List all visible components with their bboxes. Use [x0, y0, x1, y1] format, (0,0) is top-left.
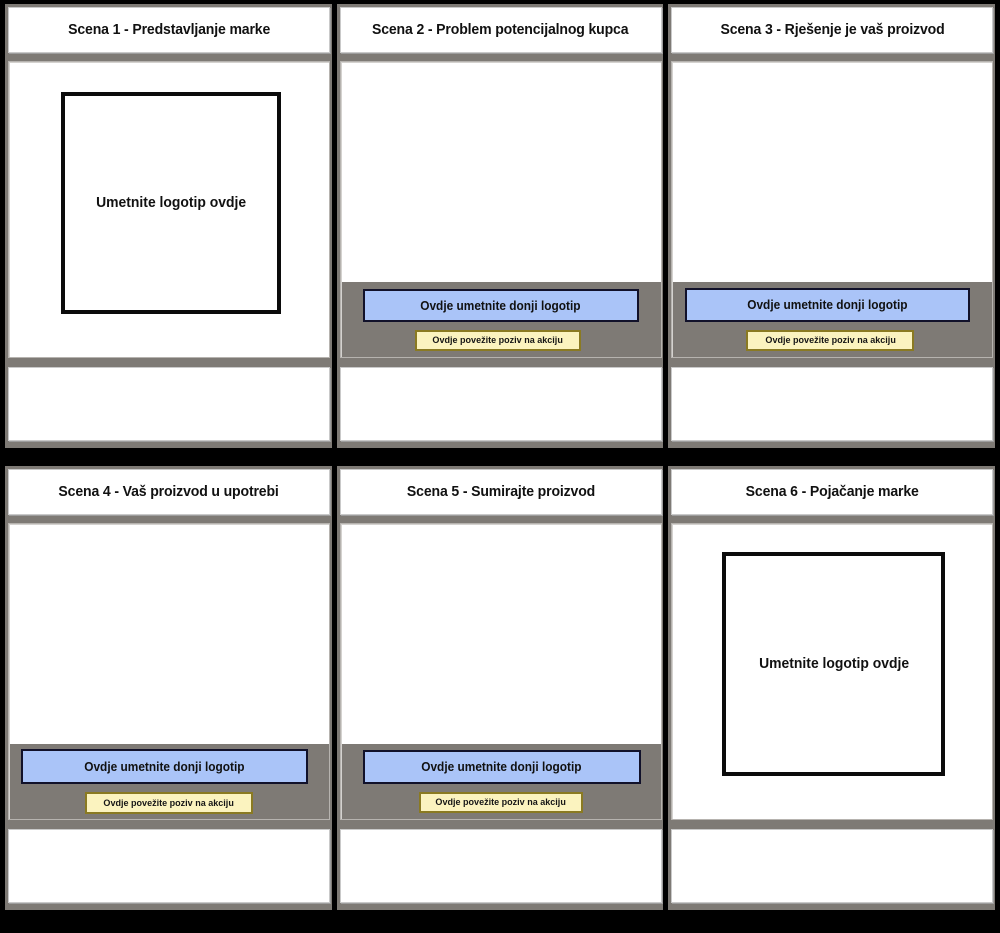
scene-title-bar-3[interactable]: Scena 3 - Rješenje je vaš proizvod	[671, 7, 994, 53]
scene-title-bar-1[interactable]: Scena 1 - Predstavljanje marke	[8, 7, 330, 53]
scene-canvas-5[interactable]: Ovdje umetnite donji logotip Ovdje povež…	[339, 523, 662, 820]
scene-canvas-2[interactable]: Ovdje umetnite donji logotip Ovdje povež…	[339, 61, 662, 358]
call-to-action-button-3[interactable]: Ovdje povežite poziv na akciju	[746, 330, 915, 351]
call-to-action-label-5: Ovdje povežite poziv na akciju	[435, 797, 566, 808]
call-to-action-button-2[interactable]: Ovdje povežite poziv na akciju	[414, 330, 581, 351]
scene-cell-3[interactable]: Scena 3 - Rješenje je vaš proizvod Ovdje…	[668, 4, 996, 448]
scene-caption-box-3[interactable]	[671, 367, 994, 441]
scene-title-2: Scena 2 - Problem potencijalnog kupca	[372, 22, 629, 38]
scene-title-4: Scena 4 - Vaš proizvod u upotrebi	[58, 484, 280, 500]
logo-placeholder-label-1: Umetnite logotip ovdje	[95, 195, 247, 211]
bottom-logo-label-2: Ovdje umetnite donji logotip	[420, 298, 581, 313]
scene-title-6: Scena 6 - Pojačanje marke	[745, 484, 919, 500]
scene-canvas-background-2	[340, 62, 661, 282]
scene-title-3: Scena 3 - Rješenje je vaš proizvod	[720, 22, 945, 38]
bottom-logo-label-3: Ovdje umetnite donji logotip	[747, 298, 908, 312]
bottom-logo-label-5: Ovdje umetnite donji logotip	[421, 760, 582, 774]
scene-cell-2[interactable]: Scena 2 - Problem potencijalnog kupca Ov…	[336, 4, 664, 448]
call-to-action-label-3: Ovdje povežite poziv na akciju	[765, 335, 896, 346]
scene-canvas-background-3	[672, 62, 993, 282]
scene-title-bar-2[interactable]: Scena 2 - Problem potencijalnog kupca	[339, 7, 662, 53]
scene-cell-4[interactable]: Scena 4 - Vaš proizvod u upotrebi Ovdje …	[5, 466, 332, 910]
scene-title-bar-6[interactable]: Scena 6 - Pojačanje marke	[671, 469, 994, 515]
bottom-logo-label-4: Ovdje umetnite donji logotip	[84, 759, 245, 774]
scene-caption-box-4[interactable]	[8, 829, 330, 903]
scene-title-bar-5[interactable]: Scena 5 - Sumirajte proizvod	[339, 469, 662, 515]
scene-caption-box-6[interactable]	[671, 829, 994, 903]
scene-caption-box-5[interactable]	[339, 829, 662, 903]
scene-canvas-3[interactable]: Ovdje umetnite donji logotip Ovdje povež…	[671, 61, 994, 358]
scene-canvas-background-5	[340, 524, 661, 744]
logo-placeholder-box-6[interactable]: Umetnite logotip ovdje	[722, 552, 946, 776]
logo-placeholder-box-1[interactable]: Umetnite logotip ovdje	[61, 92, 281, 314]
scene-cell-1[interactable]: Scena 1 - Predstavljanje marke Umetnite …	[5, 4, 332, 448]
scene-canvas-6[interactable]: Umetnite logotip ovdje	[671, 523, 994, 820]
call-to-action-button-5[interactable]: Ovdje povežite poziv na akciju	[418, 792, 583, 813]
scene-title-5: Scena 5 - Sumirajte proizvod	[406, 484, 595, 500]
logo-placeholder-label-6: Umetnite logotip ovdje	[758, 656, 909, 672]
bottom-logo-button-4[interactable]: Ovdje umetnite donji logotip	[21, 749, 308, 784]
storyboard-row-1: Scena 1 - Predstavljanje marke Umetnite …	[0, 4, 1000, 448]
scene-caption-box-2[interactable]	[339, 367, 662, 441]
call-to-action-button-4[interactable]: Ovdje povežite poziv na akciju	[85, 792, 253, 814]
scene-canvas-1[interactable]: Umetnite logotip ovdje	[8, 61, 330, 358]
bottom-logo-button-2[interactable]: Ovdje umetnite donji logotip	[362, 289, 639, 322]
call-to-action-label-4: Ovdje povežite poziv na akciju	[103, 797, 235, 809]
scene-canvas-background-4	[9, 524, 329, 744]
scene-cell-6[interactable]: Scena 6 - Pojačanje marke Umetnite logot…	[668, 466, 996, 910]
scene-cell-5[interactable]: Scena 5 - Sumirajte proizvod Ovdje umetn…	[336, 466, 664, 910]
scene-canvas-4[interactable]: Ovdje umetnite donji logotip Ovdje povež…	[8, 523, 330, 820]
bottom-logo-button-5[interactable]: Ovdje umetnite donji logotip	[362, 750, 641, 784]
scene-title-bar-4[interactable]: Scena 4 - Vaš proizvod u upotrebi	[8, 469, 330, 515]
storyboard-row-2: Scena 4 - Vaš proizvod u upotrebi Ovdje …	[0, 466, 1000, 910]
call-to-action-label-2: Ovdje povežite poziv na akciju	[432, 335, 563, 346]
scene-title-1: Scena 1 - Predstavljanje marke	[67, 22, 271, 38]
bottom-logo-button-3[interactable]: Ovdje umetnite donji logotip	[685, 288, 971, 322]
scene-caption-box-1[interactable]	[8, 367, 330, 441]
